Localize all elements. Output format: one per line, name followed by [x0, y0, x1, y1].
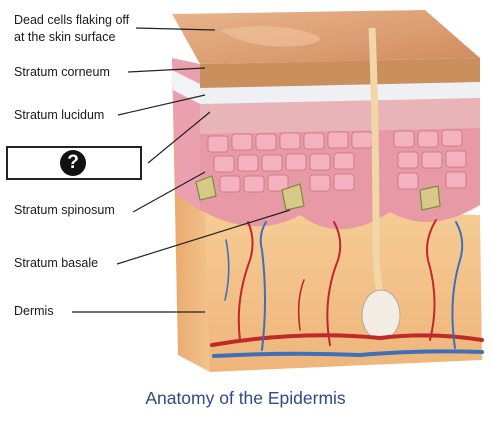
- label-dead-cells-line2: at the skin surface: [14, 30, 116, 44]
- label-dermis: Dermis: [14, 304, 54, 318]
- spinosum-cells: [207, 129, 467, 193]
- surface-flakes: [220, 26, 320, 47]
- hidden-label-box: ?: [6, 146, 142, 180]
- diagram-caption: Anatomy of the Epidermis: [145, 388, 346, 408]
- blood-vessels: [210, 219, 484, 358]
- label-stratum-spinosum: Stratum spinosum: [14, 203, 115, 217]
- label-dead-cells-line1: Dead cells flaking off: [14, 13, 130, 27]
- label-stratum-lucidum: Stratum lucidum: [14, 108, 105, 122]
- hair-bulb: [361, 289, 401, 341]
- skin-surface: [172, 10, 480, 64]
- stratum-corneum-layer: [200, 58, 480, 88]
- leader-lines: [72, 27, 291, 313]
- hair-shaft: [368, 27, 384, 293]
- dermis-layer: [200, 205, 482, 372]
- label-stratum-corneum: Stratum corneum: [14, 65, 110, 79]
- question-mark-icon: ?: [60, 150, 86, 176]
- label-stratum-basale: Stratum basale: [14, 256, 99, 270]
- left-side-lucidum: [172, 70, 200, 104]
- stratum-granulosum-layer: [200, 96, 480, 134]
- basal-melanocytes: [195, 175, 441, 211]
